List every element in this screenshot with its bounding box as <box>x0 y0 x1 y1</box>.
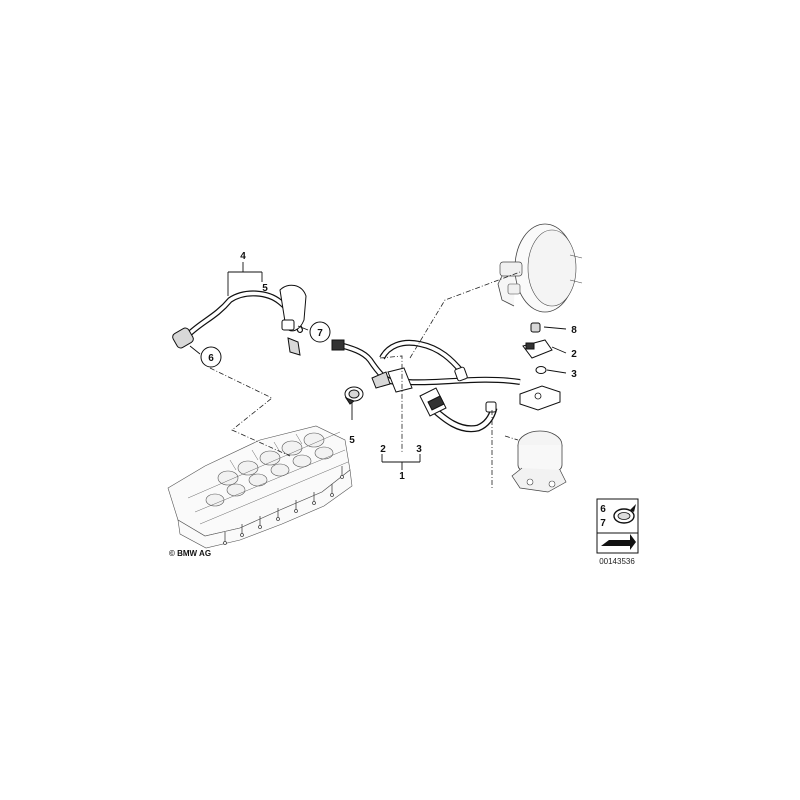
callout-8: 8 <box>571 325 577 336</box>
legend-6: 6 <box>600 504 606 515</box>
callout-6: 6 <box>208 353 214 364</box>
copyright-text: © BMW AG <box>169 549 211 558</box>
callout-7-circle <box>309 321 331 343</box>
vacuum-pump-illustration <box>511 430 567 493</box>
brake-booster-illustration <box>497 223 583 313</box>
diagram-id: 00143536 <box>599 557 635 566</box>
callout-labels: 4 5 6 7 5 2 3 1 8 2 3 <box>200 251 577 482</box>
legend-7: 7 <box>600 518 606 529</box>
callout-3-right: 3 <box>571 369 577 380</box>
callout-5-upper: 5 <box>262 283 268 294</box>
callout-5-lower: 5 <box>349 435 355 446</box>
main-vacuum-line <box>331 339 521 433</box>
hose-clamp-icon <box>613 504 636 524</box>
leader-lines <box>189 262 567 470</box>
left-vacuum-hose <box>172 284 307 356</box>
arrow-icon <box>601 534 636 550</box>
callout-3-lower: 3 <box>416 444 422 455</box>
callout-7: 7 <box>317 328 323 339</box>
hose-clamp <box>344 386 364 405</box>
callout-2-right: 2 <box>571 349 577 360</box>
callout-2-lower: 2 <box>380 444 386 455</box>
legend-box: 6 7 00143536 <box>596 498 639 566</box>
callout-1: 1 <box>399 471 405 482</box>
reference-lines <box>209 271 521 490</box>
cylinder-head-illustration <box>167 425 353 549</box>
callout-6-circle <box>200 346 222 368</box>
callout-4: 4 <box>240 251 246 262</box>
pressure-sensor-bracket <box>519 322 561 411</box>
